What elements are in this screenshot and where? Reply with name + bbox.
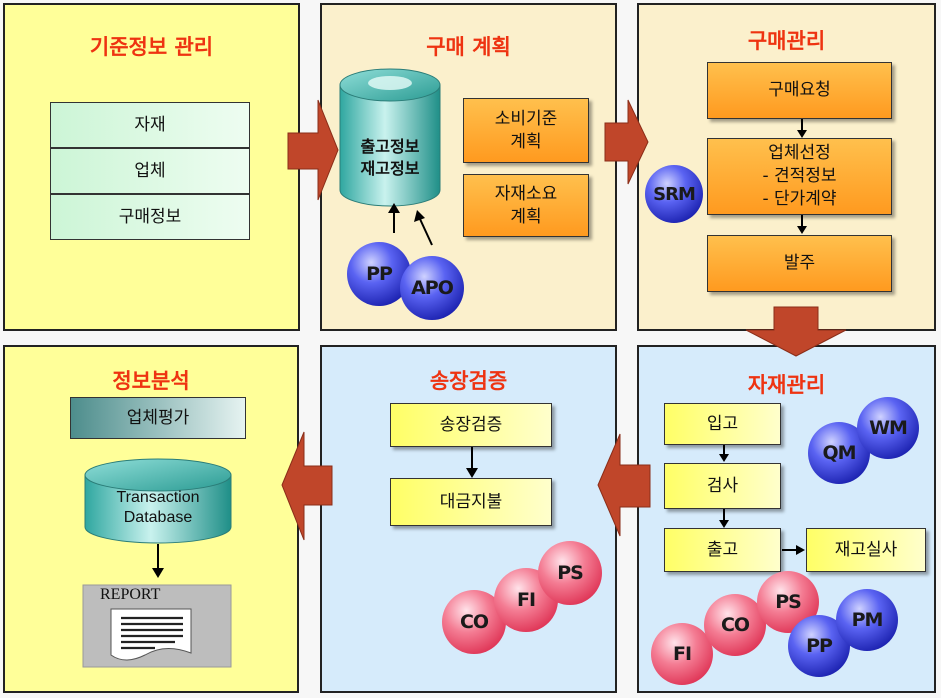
purchase-planning-title: 구매 계획 [426, 35, 511, 59]
vendor-selection-line3: - 단가계약 [762, 188, 837, 209]
vendor-selection-box[interactable]: 업체선정 - 견적정보 - 단가계약 [707, 138, 892, 215]
fi-module-circle-2: FI [651, 623, 713, 685]
vendor-selection-line1: 업체선정 [768, 143, 831, 164]
apo-module-circle: APO [400, 256, 464, 320]
info-analysis-panel: 정보분석 업체평가 Transaction Database REPORT [3, 345, 299, 693]
mrp-plan-line2: 계획 [510, 206, 542, 227]
db-label-line1: 출고정보 [360, 137, 420, 156]
transaction-db-line1: Transaction [116, 489, 200, 506]
pm-module-circle: PM [836, 589, 898, 651]
purchase-order-box[interactable]: 발주 [707, 235, 892, 292]
report-label: REPORT [100, 586, 161, 603]
srm-module-circle: SRM [645, 165, 703, 223]
vendor-evaluation-box[interactable]: 업체평가 [70, 397, 246, 439]
purchase-info-item[interactable]: 구매정보 [50, 194, 250, 240]
consumption-plan-box[interactable]: 소비기준 계획 [463, 98, 589, 163]
payment-box[interactable]: 대금지불 [390, 478, 552, 526]
physical-inventory-box[interactable]: 재고실사 [806, 528, 926, 572]
inspection-box[interactable]: 검사 [664, 463, 781, 509]
info-analysis-title: 정보분석 [112, 369, 190, 393]
mrp-plan-line1: 자재소요 [494, 184, 558, 205]
purchase-management-panel: 구매관리 구매요청 업체선정 - 견적정보 - 단가계약 발주 SRM [637, 3, 936, 331]
master-data-panel: 기준정보 관리 자재 업체 구매정보 [3, 3, 300, 331]
vendor-item[interactable]: 업체 [50, 148, 250, 194]
purchase-planning-panel: 구매 계획 출고정보 재고정보 소비기준 계획 자재소요 계획 PP APO [320, 3, 617, 331]
consumption-plan-line2: 계획 [510, 131, 542, 152]
wm-module-circle: WM [857, 397, 919, 459]
invoice-flow-arrows [466, 447, 478, 478]
transaction-db-line2: Database [123, 509, 193, 526]
material-item[interactable]: 자재 [50, 102, 250, 148]
analysis-graphics [82, 458, 232, 668]
ps-module-circle: PS [538, 541, 602, 605]
material-flow-arrows [719, 443, 805, 555]
purchase-request-box[interactable]: 구매요청 [707, 62, 892, 119]
invoice-verification-title: 송장검증 [429, 369, 508, 393]
mrp-plan-box[interactable]: 자재소요 계획 [463, 174, 589, 237]
invoice-verify-box[interactable]: 송장검증 [390, 403, 552, 447]
plan-graphics [339, 68, 441, 246]
invoice-verification-panel: 송장검증 송장검증 대금지불 CO FI PS [320, 345, 617, 693]
db-label-line2: 재고정보 [360, 159, 420, 178]
co-module-circle-2: CO [704, 594, 766, 656]
purchase-management-title: 구매관리 [747, 29, 826, 53]
master-data-title: 기준정보 관리 [89, 35, 214, 59]
purchase-flow-arrows [797, 119, 807, 234]
vendor-selection-line2: - 견적정보 [762, 166, 837, 187]
material-management-title: 자재관리 [747, 373, 826, 397]
goods-issue-box[interactable]: 출고 [664, 528, 781, 572]
consumption-plan-line1: 소비기준 [494, 109, 558, 130]
goods-receipt-box[interactable]: 입고 [664, 403, 781, 445]
material-management-panel: 자재관리 입고 검사 출고 재고실사 QM WM FI CO PS PP PM [637, 345, 936, 693]
qm-module-circle: QM [808, 422, 870, 484]
